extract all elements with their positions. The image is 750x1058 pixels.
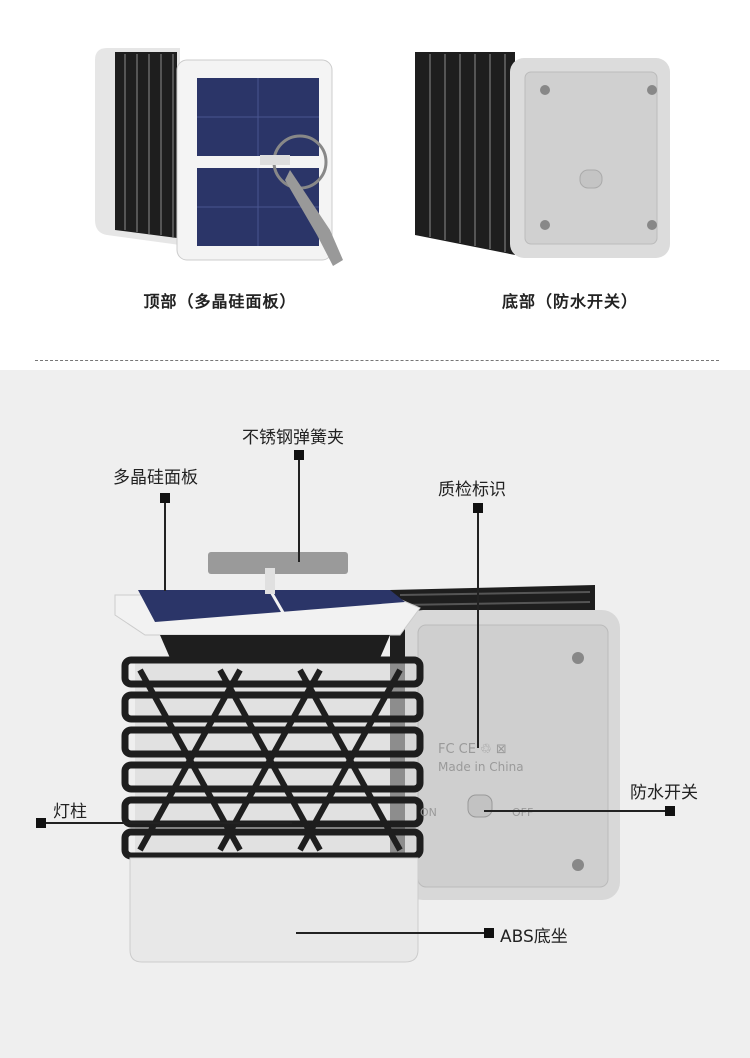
callout-abs-base-marker [484,928,494,938]
callout-waterproof-switch-label: 防水开关 [630,783,698,803]
detail-product-image [100,540,640,980]
callout-light-column-marker [36,818,46,828]
section-divider [35,360,719,361]
callout-qc-mark-marker [473,503,483,513]
callout-solar-panel-marker [160,493,170,503]
callout-qc-mark-label: 质检标识 [438,480,506,500]
solar-lantern-top-view [95,48,343,266]
switch-on-mark: ON [420,806,437,819]
callout-solar-panel-label: 多晶硅面板 [113,468,198,488]
callout-light-column-leader [46,822,292,824]
callout-abs-base-leader [296,932,484,934]
top-left-product-image [85,30,355,280]
switch-off-mark: OFF [512,806,534,819]
callout-solar-panel-leader [164,503,166,591]
callout-spring-clip-leader [298,460,300,562]
callout-spring-clip-marker [294,450,304,460]
callout-spring-clip-label: 不锈钢弹簧夹 [242,428,344,448]
certification-marks: FC CE ♲ ⊠ [438,742,507,757]
made-in-china-mark: Made in China [438,760,524,774]
top-left-caption: 顶部（多晶硅面板） [143,292,297,311]
solar-lantern-detail-view [114,552,620,963]
callout-waterproof-switch-marker [665,806,675,816]
callout-light-column-label: 灯柱 [53,802,87,822]
callout-qc-mark-leader [477,513,479,748]
solar-lantern-bottom-view [415,52,670,258]
top-right-product-image [405,30,675,280]
callout-abs-base-label: ABS底坐 [500,927,568,947]
top-right-caption: 底部（防水开关） [501,292,638,311]
callout-waterproof-switch-leader [484,810,665,812]
